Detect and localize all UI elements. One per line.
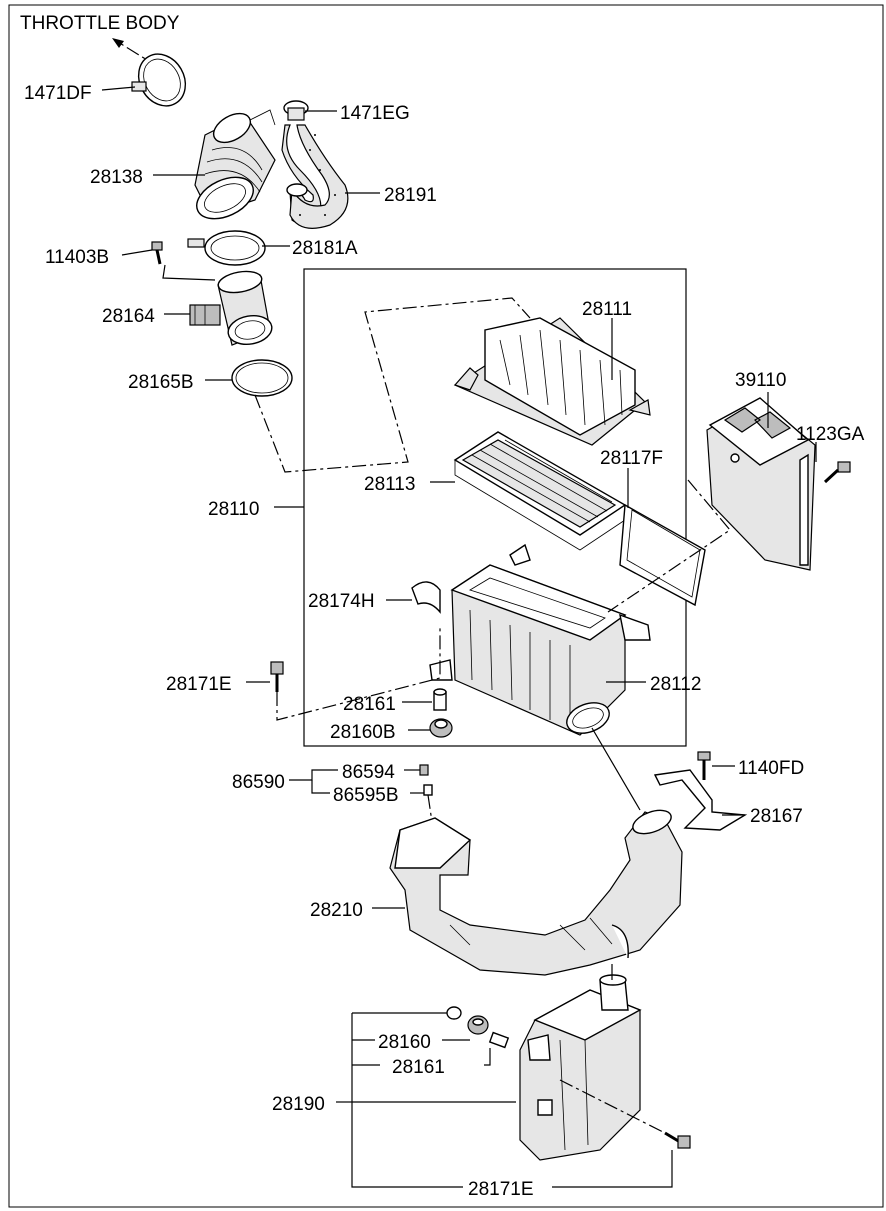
label-28160: 28160	[378, 1032, 431, 1053]
label-39110: 39110	[735, 370, 786, 391]
label-28161-top: 28161	[343, 694, 396, 715]
clamp-1471EG-icon	[283, 100, 309, 121]
label-28171E-top: 28171E	[166, 674, 232, 695]
label-28174H: 28174H	[308, 591, 375, 612]
label-28210: 28210	[310, 900, 363, 921]
label-1140FD: 1140FD	[738, 758, 804, 779]
grommet-28161-top-icon	[433, 688, 447, 711]
label-1123GA: 1123GA	[796, 424, 865, 445]
label-28113: 28113	[364, 474, 415, 495]
label-28190: 28190	[272, 1094, 325, 1115]
bolt-1123GA-icon	[823, 461, 851, 484]
grommet-28160-icon	[467, 1015, 489, 1035]
leader-lines	[101, 86, 817, 1188]
diagram-frame	[8, 4, 884, 1208]
mass-air-flow-sensor-28164-icon	[189, 270, 273, 346]
label-1471EG: 1471EG	[340, 103, 410, 124]
bolt-1140FD-icon	[697, 751, 711, 780]
bolt-28171E-top-icon	[270, 661, 284, 692]
label-28111: 28111	[582, 299, 632, 320]
clamp-28181A-icon	[187, 230, 266, 266]
label-86590: 86590	[232, 772, 285, 793]
air-cleaner-body-28112-icon	[429, 543, 651, 736]
label-28164: 28164	[102, 306, 155, 327]
label-11403B: 11403B	[45, 247, 109, 268]
gasket-28165B-icon	[231, 359, 293, 397]
label-1471DF: 1471DF	[24, 83, 92, 104]
label-28117F: 28117F	[600, 448, 663, 469]
label-28165B: 28165B	[128, 372, 194, 393]
label-throttle-body: THROTTLE BODY	[20, 13, 180, 34]
bolt-28171E-bottom-icon	[664, 1131, 691, 1149]
gasket-28117F-icon	[619, 503, 706, 607]
intake-hose-28138-icon	[194, 109, 276, 220]
label-28138: 28138	[90, 167, 143, 188]
label-28161-bottom: 28161	[392, 1057, 445, 1078]
air-cleaner-cover-28111-icon	[453, 317, 651, 446]
clamp-1471DF-icon	[131, 53, 187, 107]
breather-hose-28191-icon	[281, 124, 349, 229]
label-28160B: 28160B	[330, 722, 396, 743]
bolt-11403B-icon	[151, 241, 163, 265]
air-duct-28210-icon	[389, 809, 683, 976]
label-28191: 28191	[384, 185, 437, 206]
air-filter-element-28113-icon	[453, 431, 627, 551]
label-86595B: 86595B	[333, 785, 399, 806]
label-86594: 86594	[342, 762, 395, 783]
grommet-28161-bottom-icon	[488, 1031, 510, 1049]
label-28112: 28112	[650, 674, 701, 695]
sensor-86594-icon	[419, 764, 429, 776]
grommet-86595B-icon	[423, 784, 433, 796]
label-28110: 28110	[208, 499, 259, 520]
label-28171E-bottom: 28171E	[468, 1179, 534, 1200]
grommet-28160B-icon	[429, 718, 453, 738]
label-28167: 28167	[750, 806, 803, 827]
ecu-39110-icon	[706, 397, 816, 571]
label-28181A: 28181A	[292, 238, 358, 259]
washer-28160-icon	[446, 1006, 462, 1020]
resonator-28190-icon	[519, 974, 642, 1161]
clip-28174H-icon	[411, 581, 441, 614]
